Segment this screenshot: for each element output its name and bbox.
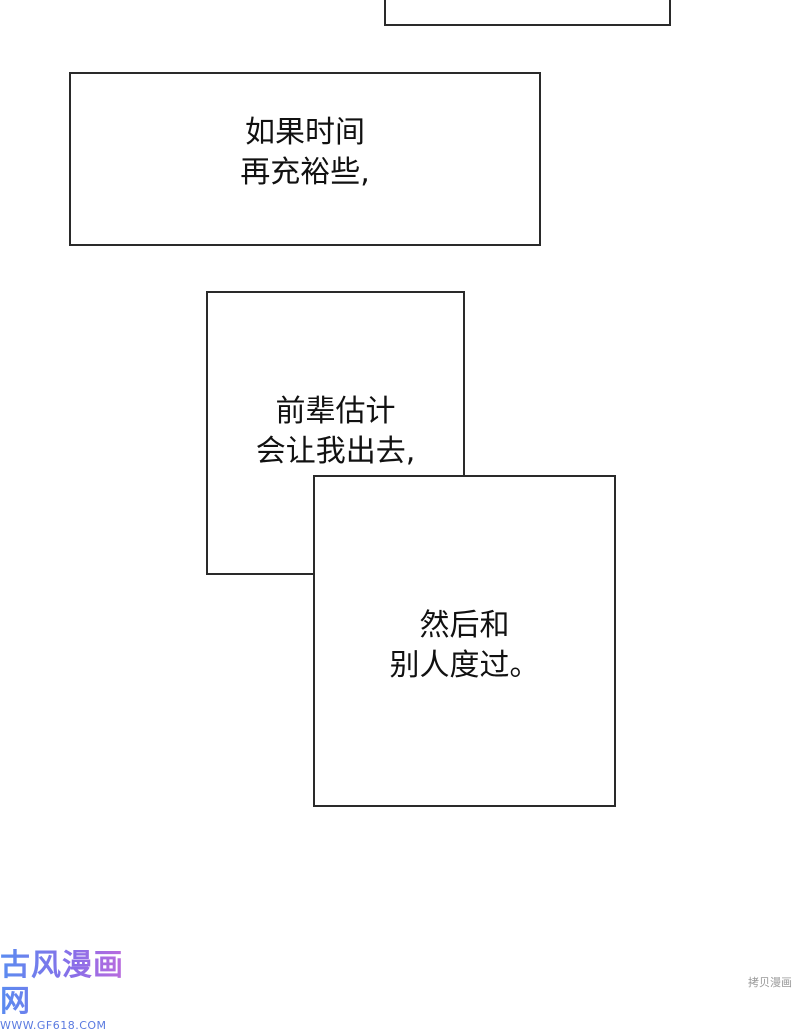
narration-box-1 [69,72,541,246]
scan-credit: 拷贝漫画 [748,976,792,989]
watermark-title: 古风漫画网 [0,948,150,1020]
narration-line: 再充裕些, [240,155,370,190]
narration-text-2: 前辈估计 会让我出去, [206,392,465,472]
narration-text-3: 然后和 别人度过。 [313,606,616,686]
watermark-url: WWW.GF618.COM [0,1019,107,1032]
narration-line: 前辈估计 [275,394,396,429]
narration-line: 如果时间 [245,115,365,150]
site-watermark: 古风漫画网 WWW.GF618.COM [0,948,150,1032]
narration-line: 会让我出去, [255,434,416,469]
narration-line: 然后和 [419,608,510,643]
narration-text-1: 如果时间 再充裕些, [69,113,541,193]
narration-box-top-partial [384,0,671,26]
box-overlap-cover [315,477,463,573]
narration-line: 别人度过。 [389,648,540,683]
